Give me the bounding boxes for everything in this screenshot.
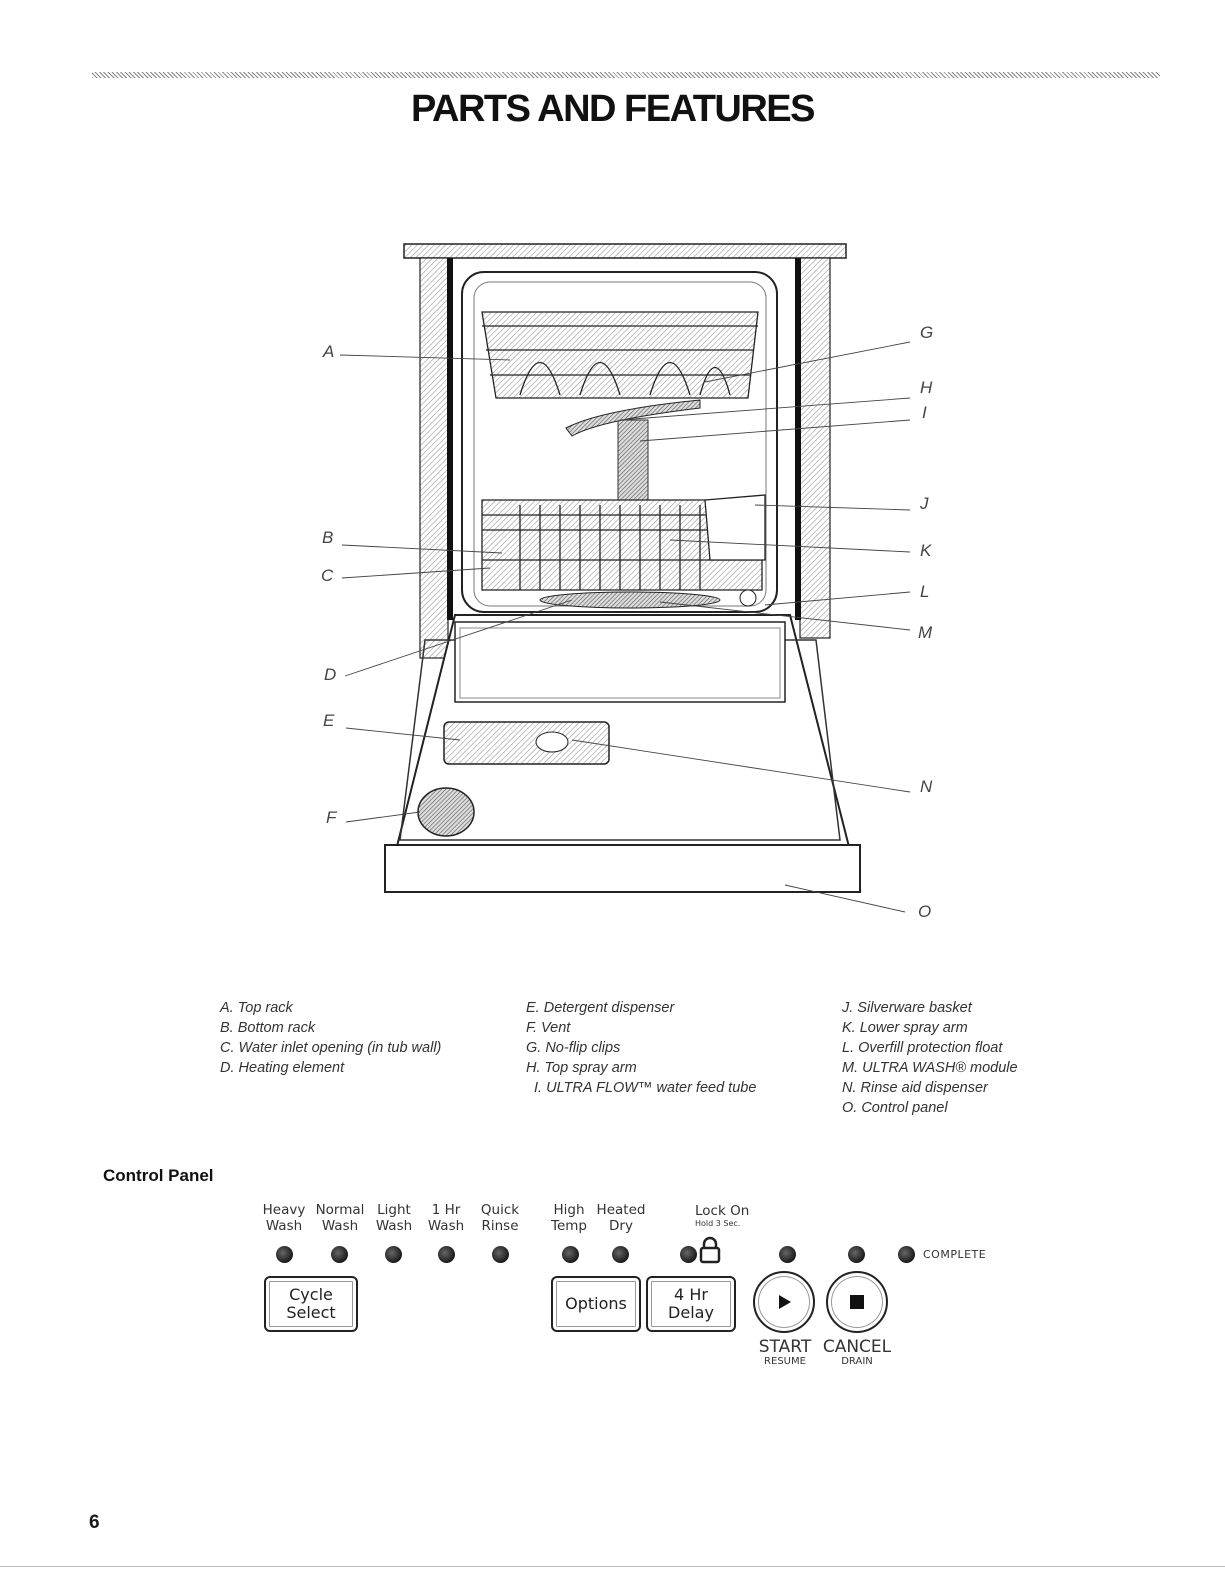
callout-b: B — [322, 528, 334, 547]
callout-a: A — [323, 342, 335, 361]
legend-item: O. Control panel — [842, 1100, 948, 1116]
legend-item: D. Heating element — [220, 1060, 345, 1076]
callout-j: J — [920, 494, 929, 513]
legend-item: I. ULTRA FLOW™ water feed tube — [534, 1080, 757, 1096]
callout-h: H — [920, 378, 933, 397]
cycle-indicator-light — [492, 1246, 509, 1263]
options-button[interactable]: Options — [551, 1276, 641, 1332]
legend-item: H. Top spray arm — [526, 1060, 637, 1076]
play-icon — [779, 1295, 791, 1309]
legend-item: J. Silverware basket — [842, 1000, 972, 1016]
legend-item: E. Detergent dispenser — [526, 1000, 675, 1016]
legend-item: A. Top rack — [220, 1000, 293, 1016]
cycle-indicator-light — [385, 1246, 402, 1263]
legend-item: G. No-flip clips — [526, 1040, 621, 1056]
legend-item: C. Water inlet opening (in tub wall) — [220, 1040, 442, 1056]
legend-column-3: J. Silverware basket K. Lower spray arm … — [842, 998, 1018, 1118]
callout-c: C — [321, 566, 334, 585]
callout-l: L — [920, 582, 930, 601]
top-rule — [92, 72, 1160, 78]
callout-d: D — [324, 665, 337, 684]
callout-n: N — [920, 777, 933, 796]
start-button[interactable] — [753, 1271, 815, 1333]
callout-o: O — [918, 902, 932, 921]
legend-item: M. ULTRA WASH® module — [842, 1060, 1018, 1076]
callout-m: M — [918, 623, 933, 642]
option-indicator-light — [562, 1246, 579, 1263]
legend-item: K. Lower spray arm — [842, 1020, 968, 1036]
complete-label: COMPLETE — [923, 1248, 987, 1261]
callout-g: G — [920, 323, 934, 342]
complete-indicator-light — [898, 1246, 915, 1263]
legend-column-1: A. Top rack B. Bottom rack C. Water inle… — [220, 998, 441, 1078]
callout-f: F — [326, 808, 337, 827]
legend-item: B. Bottom rack — [220, 1020, 316, 1036]
option-indicator-light — [612, 1246, 629, 1263]
start-indicator-light — [779, 1246, 796, 1263]
stop-icon — [850, 1295, 864, 1309]
callout-k: K — [920, 541, 932, 560]
cancel-button[interactable] — [826, 1271, 888, 1333]
legend-item: F. Vent — [526, 1020, 571, 1036]
dishwasher-illustration — [339, 243, 911, 913]
lock-icon — [699, 1236, 721, 1264]
cycle-indicator-light — [331, 1246, 348, 1263]
legend-item: N. Rinse aid dispenser — [842, 1080, 988, 1096]
cancel-indicator-light — [848, 1246, 865, 1263]
cycle-indicator-light — [276, 1246, 293, 1263]
control-panel-title: Control Panel — [103, 1166, 214, 1185]
bottom-rule — [0, 1566, 1225, 1567]
callout-e: E — [323, 711, 335, 730]
callout-i: I — [922, 403, 927, 422]
cycle-indicator-light — [438, 1246, 455, 1263]
legend-column-2: E. Detergent dispenser F. Vent G. No-fli… — [526, 998, 756, 1098]
page-title: PARTS AND FEATURES — [411, 88, 815, 130]
legend-item: L. Overfill protection float — [842, 1040, 1003, 1056]
lock-indicator-light — [680, 1246, 697, 1263]
page-number: 6 — [89, 1512, 100, 1533]
